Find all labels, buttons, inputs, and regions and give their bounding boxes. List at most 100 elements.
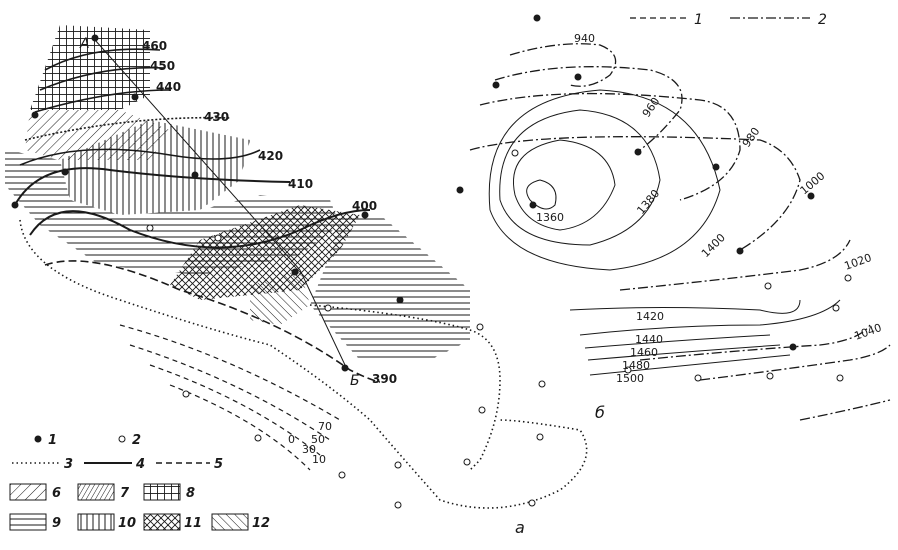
isoline-label-450: 450 [150, 59, 175, 73]
well-open [511, 149, 519, 157]
contour-label-980: 980 [740, 125, 763, 150]
contour-1380b [499, 109, 661, 246]
contour-980 [479, 92, 741, 201]
contour-label-1480: 1480 [622, 359, 650, 372]
well-filled [91, 34, 99, 42]
field-diag-south [250, 270, 310, 325]
well-filled [396, 296, 404, 304]
isoline-400 [29, 209, 371, 249]
contour-940 [509, 43, 617, 87]
contour-1360 [526, 179, 557, 210]
well-open [832, 304, 840, 312]
profile-line [94, 39, 346, 366]
isoline-410 [14, 167, 291, 206]
contour-extra-2 [799, 399, 891, 421]
thickness-label-70: 70 [318, 420, 332, 433]
well-filled [789, 343, 797, 351]
legend-swatch-11 [143, 513, 181, 531]
contour-label-940: 940 [574, 32, 595, 45]
thickness-line-30 [149, 364, 321, 456]
well-filled [574, 73, 582, 81]
well-open [214, 234, 222, 242]
contour-extra-1 [699, 344, 891, 381]
legend-swatch-6 [9, 483, 47, 501]
thickness-label-30: 30 [302, 443, 316, 456]
contour-1380 [513, 139, 616, 231]
isoline-label-390: 390 [372, 372, 397, 386]
thickness-line-10 [169, 384, 311, 471]
isoline-440 [34, 89, 171, 113]
legend-swatch-7 [77, 483, 115, 501]
legend-num-9: 9 [52, 516, 61, 531]
legend-num-4: 4 [135, 457, 145, 472]
well-open [528, 499, 536, 507]
legend-swatch-12 [211, 513, 249, 531]
thickness-label-0: 0 [288, 433, 295, 446]
well-open [478, 406, 486, 414]
well-open [694, 374, 702, 382]
isoline-430 [24, 116, 231, 141]
legend-open-well-icon [118, 435, 126, 443]
well-filled [31, 111, 39, 119]
well-open [394, 461, 402, 469]
legend-num-2: 2 [132, 433, 141, 448]
contour-1040 [639, 324, 871, 361]
well-filled [529, 201, 537, 209]
contour-960 [494, 66, 683, 151]
well-open [324, 304, 332, 312]
isoline-label-430: 430 [204, 110, 229, 124]
well-open [764, 282, 772, 290]
well-open [146, 224, 154, 232]
contour-1440 [579, 299, 841, 336]
well-open [844, 274, 852, 282]
contour-label-1440: 1440 [635, 333, 663, 346]
legend-num-1: 1 [48, 433, 57, 448]
isoline-label-440: 440 [156, 80, 181, 94]
legend-num-3: 3 [64, 457, 73, 472]
well-open [766, 372, 774, 380]
contour-label-1460: 1460 [630, 346, 658, 359]
well-open [182, 390, 190, 398]
contour-1460 [584, 334, 771, 349]
contour-1420 [569, 299, 801, 314]
isoline-450 [39, 66, 166, 91]
legend-b-num-1: 1 [694, 12, 703, 28]
well-filled [361, 211, 369, 219]
well-filled [634, 148, 642, 156]
isoline-390 [44, 260, 381, 383]
contour-label-960: 960 [640, 95, 663, 120]
well-open [538, 380, 546, 388]
contour-1000 [469, 136, 801, 251]
isoline-460 [44, 48, 161, 71]
isoline-label-410: 410 [288, 177, 313, 191]
well-filled [61, 168, 69, 176]
legend-num-5: 5 [214, 457, 223, 472]
well-filled [807, 192, 815, 200]
pinch-line-2 [309, 304, 501, 471]
well-filled [456, 186, 464, 194]
well-filled [533, 14, 541, 22]
contour-label-1420: 1420 [636, 310, 664, 323]
well-filled [341, 364, 349, 372]
field-crosshatch [170, 205, 360, 300]
contour-1500 [589, 354, 791, 376]
point-label-b: Б [350, 373, 360, 389]
contour-label-1040: 1040 [853, 321, 884, 343]
panel-label-a: а [515, 518, 525, 537]
well-filled [131, 93, 139, 101]
well-open [394, 501, 402, 509]
well-open [624, 366, 632, 374]
isoline-label-460: 460 [142, 39, 167, 53]
legend-num-12: 12 [252, 516, 270, 531]
contour-label-1400: 1400 [699, 231, 728, 260]
well-open [476, 323, 484, 331]
well-open [836, 374, 844, 382]
well-filled [191, 171, 199, 179]
legend-a: 1 2 3 4 5 6 7 8 9 10 11 12 [9, 433, 270, 531]
isoline-label-400: 400 [352, 199, 377, 213]
thickness-line-70 [119, 324, 341, 421]
legend-swatch-8 [143, 483, 181, 501]
legend-filled-well-icon [34, 435, 42, 443]
legend-num-10: 10 [118, 516, 136, 531]
